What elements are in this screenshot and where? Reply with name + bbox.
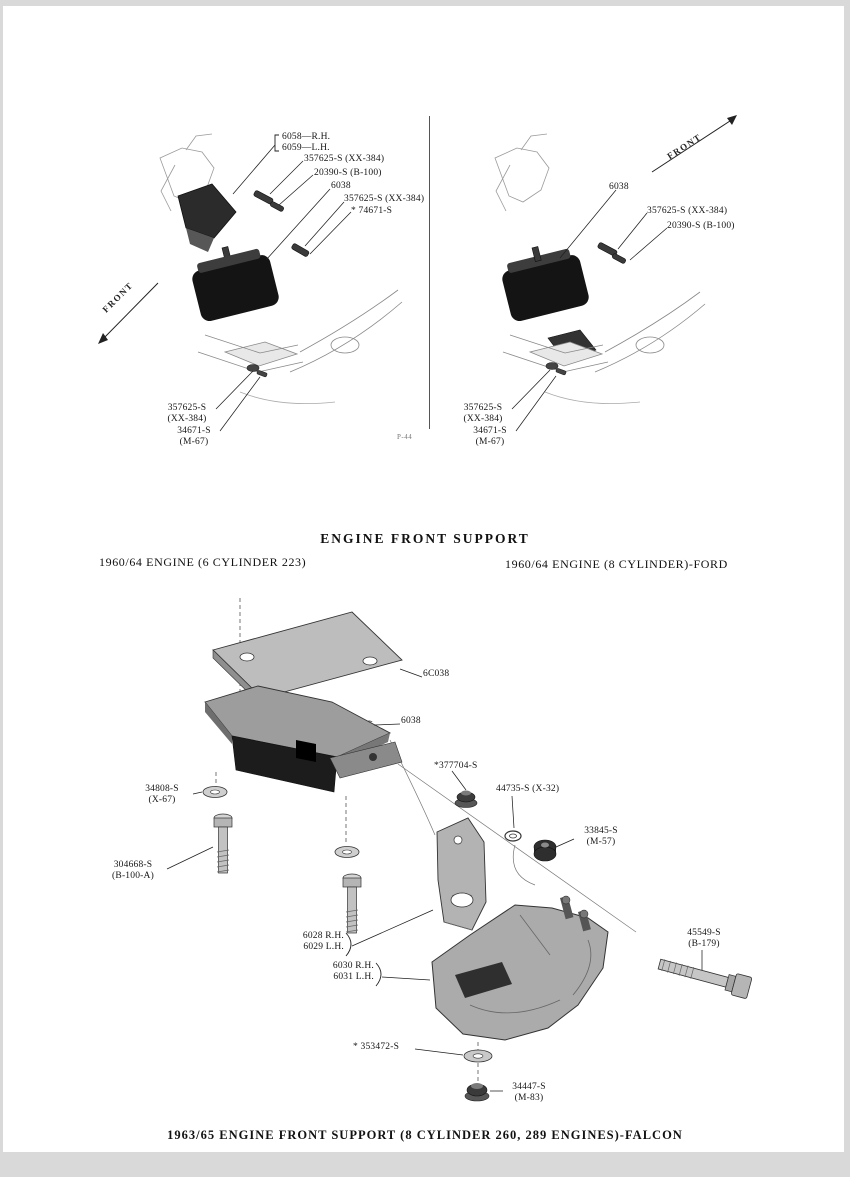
callout-bolt-lower-left: 357625-S (XX-384) — [167, 403, 207, 425]
page-ref: P-44 — [397, 433, 413, 441]
callout-nut-center: *377704-S — [434, 761, 478, 771]
falcon-exploded-view — [166, 598, 753, 1102]
six-cyl-exploded-view — [98, 133, 403, 432]
scan-edge-bottom — [0, 1152, 850, 1177]
callout-nut-side: 33845-S (M-57) — [584, 826, 618, 848]
callout-support-rh-lh: 6030 R.H. 6031 L.H. — [332, 961, 374, 983]
callout-nut-lower-right: 34671-S (M-67) — [473, 426, 507, 448]
support-casting-shape — [431, 895, 609, 1041]
callout-bolt-right: 45549-S (B-179) — [687, 928, 721, 950]
callout-bracket-rh-lh: 6028 R.H. 6029 L.H. — [302, 931, 344, 953]
callout-washer-upper-right: 20390-S (B-100) — [667, 221, 735, 231]
callout-washer-upper-left: 20390-S (B-100) — [314, 168, 382, 178]
callout-insulator-left: 6038 — [331, 181, 351, 191]
callout-washer-bottom: * 353472-S — [353, 1042, 400, 1052]
scan-edge-top — [0, 0, 850, 6]
eight-cyl-exploded-view — [494, 115, 737, 432]
insulator-shape — [192, 248, 279, 322]
front-arrow-right — [651, 118, 734, 173]
callout-bolt-lower-right: 357625-S (XX-384) — [463, 403, 503, 425]
left-washer-bolt-shapes — [202, 786, 362, 934]
caption-eight-cyl: 1960/64 ENGINE (8 CYLINDER)-FORD — [505, 557, 728, 571]
mount-bracket-shape — [177, 183, 237, 239]
caption-falcon: 1963/65 ENGINE FRONT SUPPORT (8 CYLINDER… — [167, 1128, 683, 1142]
callout-washer-center: 44735-S (X-32) — [496, 784, 560, 794]
callout-bolt-mid-left: 357625-S (XX-384) — [344, 194, 425, 204]
long-bolt-shape — [657, 958, 753, 999]
scan-edge-right — [844, 0, 850, 1177]
callout-nut-mid-left: * 74671-S — [351, 206, 393, 216]
insulator-shape — [502, 248, 589, 322]
callout-washer-left: 34808-S (X-67) — [145, 784, 179, 806]
callout-falcon-insulator: 6038 — [401, 716, 421, 726]
callout-nut-lower-left: 34671-S (M-67) — [177, 426, 211, 448]
callout-bolt-upper-left: 357625-S (XX-384) — [304, 154, 385, 164]
callout-bolt-left: 304668-S (B-100-A) — [112, 860, 154, 882]
falcon-insulator-shape — [204, 685, 403, 793]
section-title: ENGINE FRONT SUPPORT — [320, 531, 530, 546]
bottom-hardware-shapes — [463, 1049, 493, 1102]
caption-six-cyl: 1960/64 ENGINE (6 CYLINDER 223) — [99, 555, 307, 569]
callout-insulator-right: 6038 — [609, 182, 629, 192]
callout-nut-bottom: 34447-S (M-83) — [512, 1082, 546, 1104]
center-hardware-shapes — [454, 790, 557, 862]
scan-edge-left — [0, 0, 3, 1177]
callout-bolt-upper-right: 357625-S (XX-384) — [647, 206, 728, 216]
bracket-shape — [436, 817, 487, 931]
front-arrow-left — [101, 282, 159, 341]
callout-cover-plate: 6C038 — [423, 669, 450, 679]
callout-bracket-pair: 6058—R.H. 6059—L.H. — [282, 132, 331, 154]
